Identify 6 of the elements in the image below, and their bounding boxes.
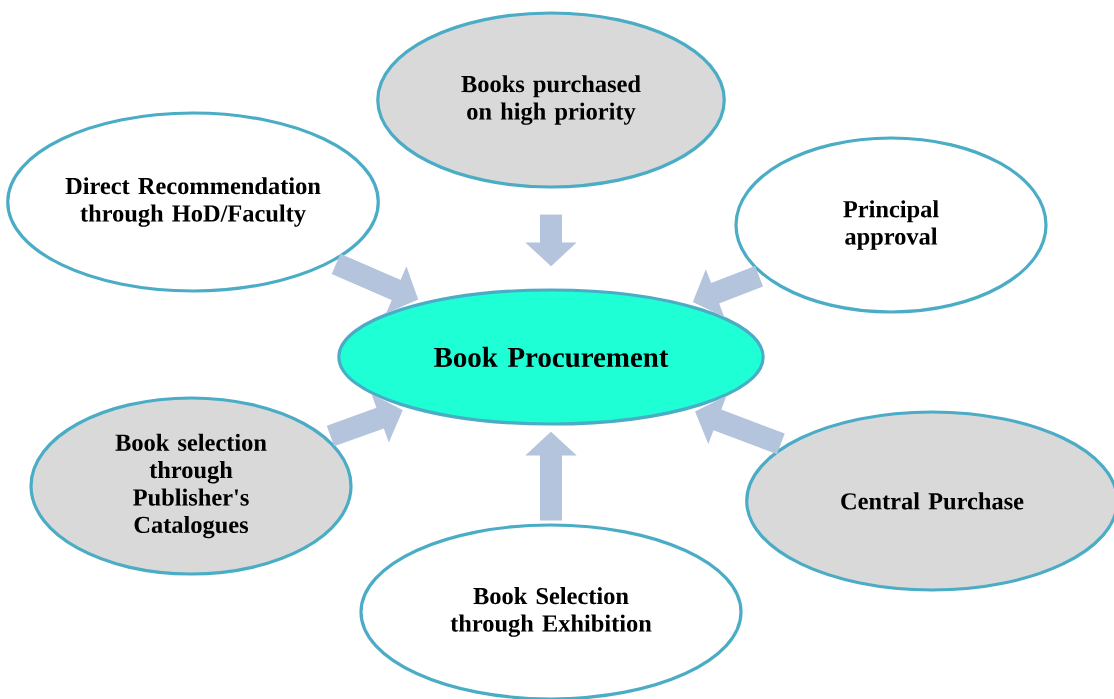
- ellipse-node: Direct Recommendation through HoD/Faculty: [6, 111, 380, 293]
- ellipse-node: Books purchased on high priority: [376, 11, 726, 189]
- ellipse-node: Central Purchase: [745, 410, 1114, 592]
- ellipse-node: Book selection through Publisher's Catalogues: [29, 396, 353, 576]
- ellipse-node: Principal approval: [734, 136, 1048, 314]
- ellipse-node: Book Procurement: [337, 288, 765, 426]
